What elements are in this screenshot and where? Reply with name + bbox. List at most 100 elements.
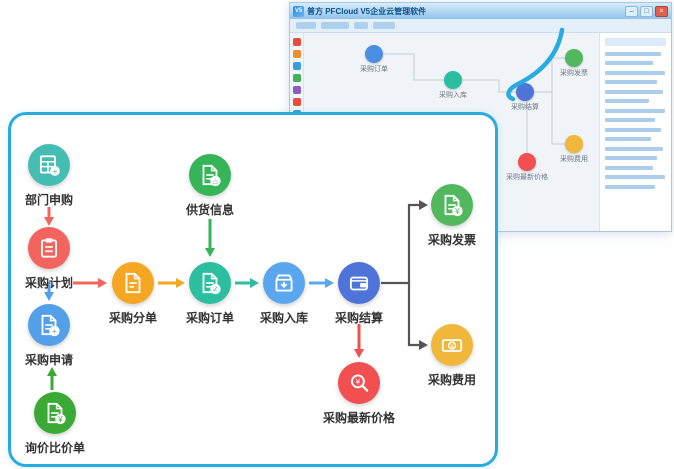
flow-arrow [235, 278, 259, 288]
minimize-button[interactable]: – [625, 5, 638, 17]
node-inquiry-compare: ¥ 询价比价单 [7, 392, 103, 456]
node-label: 采购最新价格 [322, 411, 395, 425]
flow-arrow [47, 367, 57, 390]
flow-arrow [158, 278, 185, 288]
menu-skeleton-row[interactable] [605, 118, 655, 122]
menu-skeleton-row[interactable] [605, 108, 665, 113]
mini-flow-node[interactable]: 采购订单 [344, 45, 404, 74]
svg-text:✓: ✓ [212, 285, 219, 294]
node-label: 采购分单 [108, 311, 157, 325]
mini-node-label: 采购订单 [360, 66, 388, 73]
decorative-swoosh [506, 27, 565, 102]
flow-arrow [407, 283, 428, 350]
node-dept-requisition: + 部门申购 [1, 144, 97, 208]
menu-skeleton-row[interactable] [605, 51, 661, 56]
node-label: 采购结算 [334, 311, 383, 325]
node-supply-info: ⌂ 供货信息 [162, 154, 258, 218]
box-icon[interactable] [263, 262, 305, 304]
svg-text:¥: ¥ [57, 415, 63, 424]
sidebar-mini-icon[interactable] [292, 62, 301, 70]
menu-skeleton-row[interactable] [605, 156, 657, 160]
node-purchase-order: ✓ 采购订单 [162, 262, 258, 326]
mini-node-circle [565, 135, 583, 153]
node-purchase-expense: ¥ 采购费用 [404, 324, 500, 388]
doc-yen-icon[interactable]: ¥ [34, 392, 76, 434]
node-purchase-invoice: ¥ 采购发票 [404, 184, 500, 248]
node-label: 采购费用 [427, 373, 476, 387]
mini-flow-node[interactable]: 采购入库 [423, 71, 483, 100]
sidebar-mini-icon[interactable] [292, 38, 301, 46]
mini-flow-node[interactable]: 采购最新价格 [497, 153, 557, 182]
menu-skeleton-row[interactable] [605, 61, 653, 65]
node-label: 供货信息 [185, 203, 234, 217]
svg-text:¥: ¥ [450, 343, 454, 350]
doc-icon[interactable] [112, 262, 154, 304]
app-logo: V5 [293, 5, 304, 17]
node-label: 采购发票 [427, 233, 476, 247]
menu-skeleton-row[interactable] [605, 80, 657, 84]
menu-skeleton-row[interactable] [605, 70, 665, 75]
mini-node-label: 采购最新价格 [506, 174, 548, 181]
toolbar-chip[interactable] [321, 22, 349, 29]
purchase-flowchart: + 部门申购 采购计划 + 采购申请 ¥ 询价比价单 采购分单 ⌂ 供货信息 [11, 115, 495, 464]
menu-skeleton-row[interactable] [605, 146, 663, 151]
menu-skeleton-row[interactable] [605, 89, 663, 94]
mini-flow-node[interactable]: 采购结算 [495, 83, 555, 112]
window-toolbar [290, 19, 671, 33]
node-label: 采购订单 [185, 311, 234, 325]
svg-text:+: + [52, 166, 57, 176]
mini-flow-node[interactable]: 采购发票 [544, 49, 599, 78]
menu-skeleton-row[interactable] [605, 165, 653, 170]
mini-node-label: 采购结算 [511, 104, 539, 111]
node-purchase-inbound: 采购入库 [236, 262, 332, 326]
form-icon[interactable]: + [28, 144, 70, 186]
mini-node-label: 采购费用 [560, 156, 588, 163]
mini-node-circle [518, 153, 536, 171]
flow-arrow [354, 324, 364, 358]
doc-plus-icon[interactable]: + [28, 304, 70, 346]
toolbar-chip[interactable] [296, 22, 316, 29]
wallet-icon[interactable] [338, 262, 380, 304]
search-yen-icon[interactable]: ¥ [338, 362, 380, 404]
sidebar-mini-icon[interactable] [292, 74, 301, 82]
svg-text:⌂: ⌂ [213, 177, 218, 186]
mini-flow-node[interactable]: 采购费用 [544, 135, 599, 164]
menu-skeleton-row[interactable] [605, 175, 665, 179]
clipboard-icon[interactable] [28, 227, 70, 269]
window-controls: – □ × [625, 5, 668, 17]
sidebar-mini-icon[interactable] [292, 50, 301, 58]
svg-text:¥: ¥ [355, 377, 361, 387]
node-purchase-request: + 采购申请 [1, 304, 97, 368]
flow-arrow [44, 207, 54, 226]
toolbar-chip[interactable] [373, 22, 395, 29]
menu-skeleton-row[interactable] [605, 184, 655, 189]
sidebar-mini-icon[interactable] [292, 86, 301, 94]
sidebar-mini-icon[interactable] [292, 98, 301, 106]
doc-home-icon[interactable]: ⌂ [189, 154, 231, 196]
flow-arrow [205, 219, 215, 257]
money-icon[interactable]: ¥ [431, 324, 473, 366]
close-button[interactable]: × [655, 5, 668, 17]
node-label: 部门申购 [24, 193, 73, 207]
flow-arrows [44, 200, 428, 390]
mini-node-label: 采购入库 [439, 92, 467, 99]
menu-skeleton-row[interactable] [605, 99, 649, 103]
node-label: 询价比价单 [24, 441, 85, 455]
menu-skeleton-row[interactable] [605, 137, 651, 141]
node-purchase-settlement: 采购结算 [311, 262, 407, 326]
doc-check-icon[interactable]: ✓ [189, 262, 231, 304]
node-label: 采购计划 [24, 276, 73, 290]
node-label: 采购入库 [259, 311, 308, 325]
node-label: 采购申请 [24, 353, 73, 367]
mini-node-circle [565, 49, 583, 67]
mini-node-circle [365, 45, 383, 63]
menu-skeleton-row[interactable] [605, 127, 661, 132]
flow-arrow [73, 278, 107, 288]
node-purchase-plan: 采购计划 [1, 227, 97, 291]
maximize-button[interactable]: □ [640, 5, 653, 17]
right-menu-panel [599, 33, 671, 231]
toolbar-chip[interactable] [354, 22, 368, 29]
doc-yen-icon[interactable]: ¥ [431, 184, 473, 226]
flowchart-panel: + 部门申购 采购计划 + 采购申请 ¥ 询价比价单 采购分单 ⌂ 供货信息 [8, 112, 498, 467]
